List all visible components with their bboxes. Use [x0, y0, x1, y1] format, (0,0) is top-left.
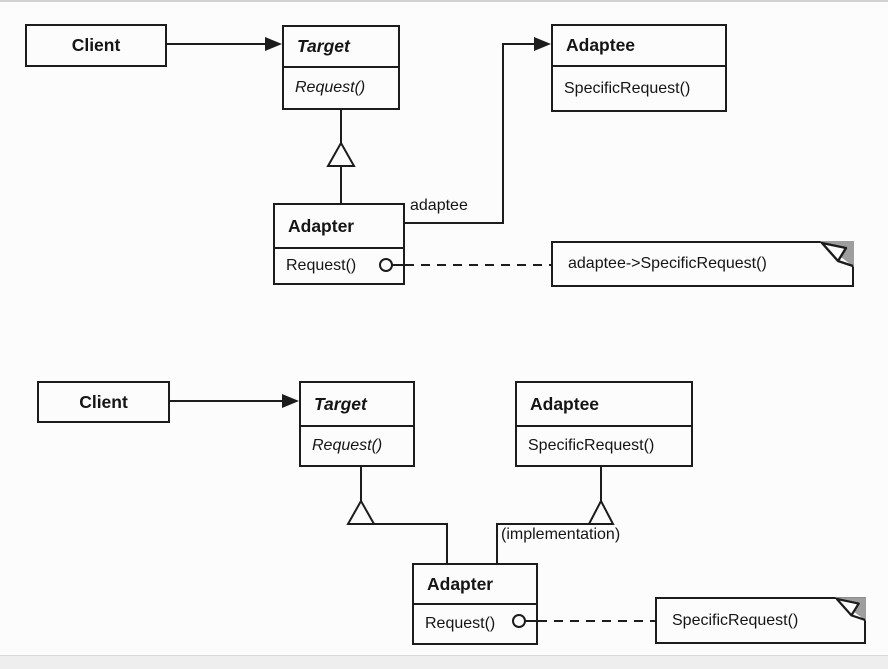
class-name-compartment: Adapter: [414, 565, 536, 605]
class-name: Adaptee: [566, 35, 635, 56]
class-name-compartment: Adaptee: [517, 383, 691, 427]
class-name: Target: [314, 394, 367, 415]
solid-arrowhead-icon: [282, 394, 299, 408]
target-generalization: [348, 467, 447, 563]
hollow-triangle-icon: [328, 143, 354, 166]
implementation-label: (implementation): [501, 526, 620, 544]
method-label: Request(): [286, 257, 356, 275]
class-name-compartment: Adapter: [275, 205, 403, 249]
hollow-triangle-icon: [589, 501, 613, 524]
class-name: Adaptee: [530, 394, 599, 415]
target-generalization: [328, 110, 354, 203]
method-label: Request(): [295, 79, 365, 97]
class-name-compartment: Target: [284, 27, 398, 68]
class-box-adaptee: Adaptee SpecificRequest(): [551, 24, 727, 112]
note-text: adaptee->SpecificRequest(): [568, 255, 767, 273]
solid-arrowhead-icon: [534, 37, 551, 51]
method-compartment: Request(): [301, 427, 413, 465]
client-target-arrow: [170, 394, 299, 408]
class-box-adapter: Adapter Request(): [412, 563, 538, 645]
class-box-target: Target Request(): [299, 381, 415, 467]
class-box-adaptee: Adaptee SpecificRequest(): [515, 381, 693, 467]
uml-note-class-adapter: SpecificRequest(): [655, 597, 866, 644]
class-name-compartment: Adaptee: [553, 26, 725, 67]
adaptee-association: [405, 37, 551, 223]
method-label: SpecificRequest(): [528, 437, 654, 455]
class-name: Client: [79, 392, 128, 413]
method-compartment: SpecificRequest(): [517, 427, 691, 465]
association-role-label: adaptee: [410, 197, 468, 215]
method-compartment: SpecificRequest(): [553, 67, 725, 110]
method-compartment: Request(): [284, 68, 398, 108]
class-name: Adapter: [427, 574, 493, 595]
hollow-triangle-icon: [348, 501, 374, 524]
method-label: Request(): [312, 437, 382, 455]
class-name: Client: [72, 35, 121, 56]
class-box-adapter: Adapter Request(): [273, 203, 405, 285]
class-name: Target: [297, 36, 350, 57]
class-box-client: Client: [37, 381, 170, 423]
class-box-client: Client: [25, 24, 167, 67]
solid-arrowhead-icon: [265, 37, 282, 51]
adaptee-implementation-generalization: [497, 467, 613, 563]
method-compartment: Request(): [275, 249, 403, 283]
note-anchor-object-adapter: [380, 259, 551, 271]
class-box-target: Target Request(): [282, 25, 400, 110]
method-label: SpecificRequest(): [564, 80, 690, 98]
note-fold-icon: [835, 597, 866, 621]
class-name: Adapter: [288, 216, 354, 237]
class-name-compartment: Target: [301, 383, 413, 427]
bottom-border-band: [0, 655, 888, 669]
uml-note-object-adapter: adaptee->SpecificRequest(): [551, 241, 854, 287]
method-compartment: Request(): [414, 605, 536, 643]
note-fold-icon: [820, 241, 854, 267]
method-label: Request(): [425, 615, 495, 633]
client-target-arrow: [167, 37, 282, 51]
note-text: SpecificRequest(): [672, 612, 798, 630]
top-border-line: [0, 0, 888, 2]
